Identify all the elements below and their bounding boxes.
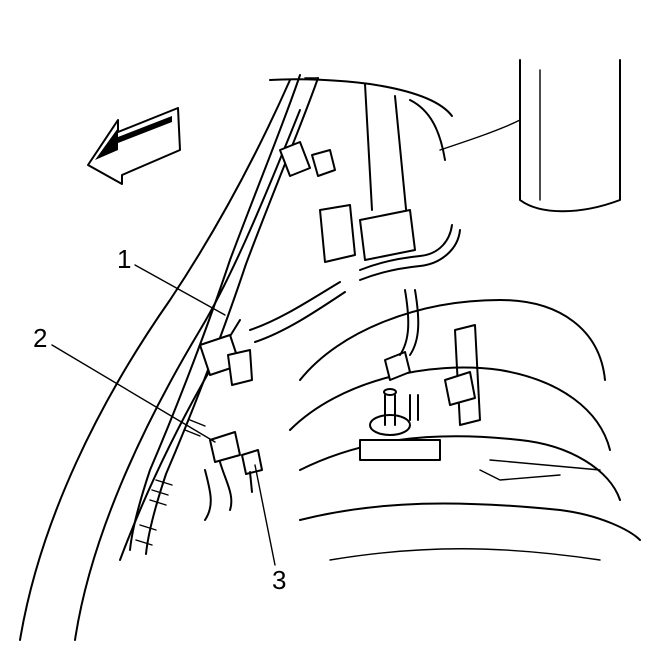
fastener-bolt [241, 449, 263, 493]
vehicle-body-panels [19, 59, 641, 641]
airbag-module [129, 74, 336, 555]
callout-leaders [51, 264, 276, 566]
callout-3: 3 [272, 565, 286, 595]
forward-arrow-icon [87, 107, 181, 185]
airbag-connector [204, 431, 241, 521]
callout-2: 2 [33, 323, 47, 353]
callout-1: 1 [117, 244, 131, 274]
